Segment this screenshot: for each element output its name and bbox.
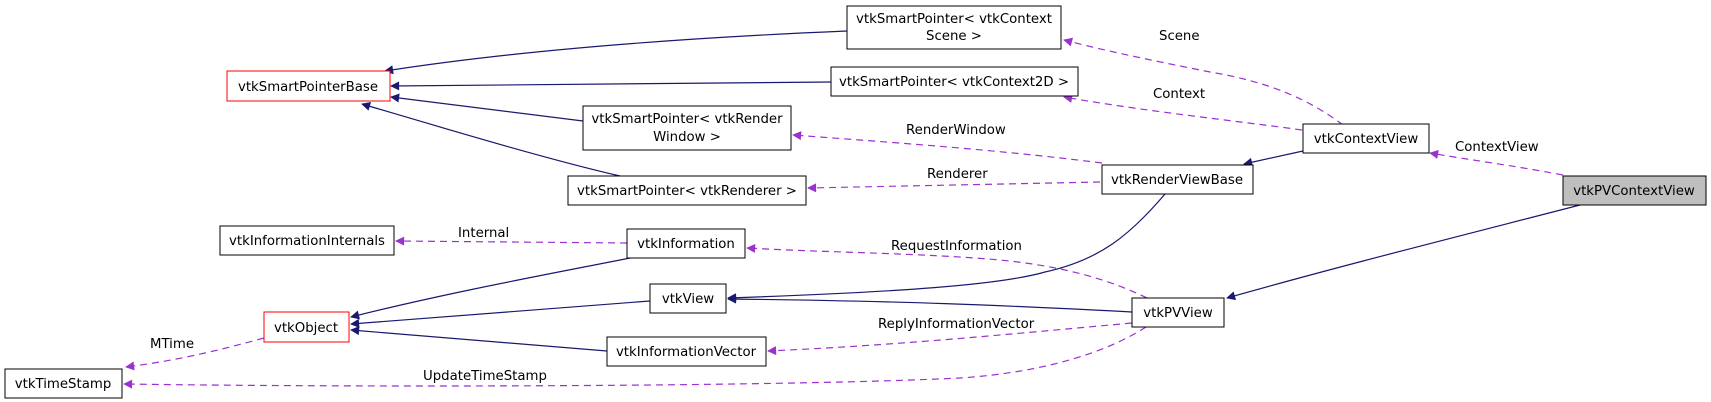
svg-text:vtkSmartPointer< vtkRenderer >: vtkSmartPointer< vtkRenderer > — [577, 184, 797, 199]
svg-text:vtkInformation: vtkInformation — [637, 237, 735, 252]
edge-label-update-time-stamp: UpdateTimeStamp — [423, 369, 547, 384]
svg-text:vtkInformationVector: vtkInformationVector — [616, 345, 757, 360]
node-smartptr-base[interactable]: vtkSmartPointerBase — [226, 70, 391, 102]
edge-smartptr-renwin-to-base — [390, 93, 584, 122]
edge-label-reply-information-vector: ReplyInformationVector — [878, 317, 1035, 332]
node-information-internals[interactable]: vtkInformationInternals — [219, 225, 395, 256]
edge-label-renderer: Renderer — [927, 167, 988, 182]
inheritance-edges — [350, 30, 1581, 352]
edge-information-to-object — [350, 257, 631, 320]
svg-text:vtkObject: vtkObject — [274, 321, 338, 336]
edge-label-render-window: RenderWindow — [906, 123, 1006, 138]
node-timestamp[interactable]: vtkTimeStamp — [4, 368, 123, 399]
edge-context-view-to-render-view-base — [1243, 150, 1304, 167]
svg-text:vtkSmartPointer< vtkRender: vtkSmartPointer< vtkRender — [591, 112, 783, 127]
svg-text:vtkRenderViewBase: vtkRenderViewBase — [1111, 173, 1243, 188]
edge-labels: Scene Context ContextView RenderWindow R… — [150, 29, 1539, 384]
edge-context-view — [1429, 149, 1564, 176]
edge-context — [1063, 93, 1303, 131]
node-pv-context-view[interactable]: vtkPVContextView — [1562, 175, 1707, 206]
svg-text:Scene >: Scene > — [926, 29, 982, 44]
svg-text:vtkView: vtkView — [662, 292, 714, 307]
edge-label-context: Context — [1153, 87, 1205, 102]
edge-label-internal: Internal — [458, 226, 509, 241]
edge-request-information — [746, 243, 1148, 299]
usage-edges — [123, 37, 1564, 389]
edge-internal — [395, 236, 628, 246]
edge-mtime — [125, 337, 265, 371]
edge-scene — [1063, 37, 1344, 126]
svg-text:vtkInformationInternals: vtkInformationInternals — [229, 234, 385, 249]
node-information-vector[interactable]: vtkInformationVector — [606, 336, 767, 367]
svg-text:vtkPVView: vtkPVView — [1143, 306, 1213, 321]
node-render-view-base[interactable]: vtkRenderViewBase — [1101, 164, 1254, 195]
node-information[interactable]: vtkInformation — [626, 228, 746, 259]
svg-text:vtkTimeStamp: vtkTimeStamp — [15, 377, 112, 392]
svg-text:vtkSmartPointerBase: vtkSmartPointerBase — [238, 80, 378, 95]
svg-text:vtkPVContextView: vtkPVContextView — [1573, 184, 1695, 199]
edge-renderer — [807, 181, 1101, 193]
node-pv-view[interactable]: vtkPVView — [1131, 297, 1225, 328]
edge-pv-context-view-to-pv-view — [1226, 204, 1581, 301]
edge-label-mtime: MTime — [150, 337, 194, 352]
edge-update-time-stamp — [123, 326, 1147, 389]
nodes: vtkSmartPointer< vtkContext Scene > vtkS… — [4, 5, 1707, 399]
node-smartptr-renderer[interactable]: vtkSmartPointer< vtkRenderer > — [567, 175, 807, 206]
node-smartptr-context2d[interactable]: vtkSmartPointer< vtkContext2D > — [830, 66, 1079, 97]
node-smartptr-context-scene[interactable]: vtkSmartPointer< vtkContext Scene > — [846, 5, 1062, 50]
svg-text:vtkContextView: vtkContextView — [1314, 132, 1419, 147]
edge-smartptr-renderer-to-base — [361, 101, 621, 177]
svg-text:vtkSmartPointer< vtkContext2D: vtkSmartPointer< vtkContext2D > — [839, 75, 1069, 90]
node-context-view[interactable]: vtkContextView — [1302, 123, 1430, 154]
node-smartptr-render-window[interactable]: vtkSmartPointer< vtkRender Window > — [582, 105, 792, 151]
node-object[interactable]: vtkObject — [263, 311, 350, 343]
edge-render-window — [792, 131, 1103, 164]
edge-info-vector-to-object — [350, 326, 608, 352]
edge-reply-information-vector — [767, 322, 1133, 356]
edge-render-view-base-to-view — [727, 193, 1166, 303]
edge-smartptr-ctx2d-to-base — [390, 81, 832, 91]
svg-text:vtkSmartPointer< vtkContext: vtkSmartPointer< vtkContext — [856, 12, 1052, 27]
edge-label-context-view: ContextView — [1455, 140, 1539, 155]
svg-text:Window >: Window > — [653, 130, 721, 145]
edge-pv-view-to-view — [727, 294, 1133, 313]
edge-view-to-object — [350, 300, 651, 328]
edge-label-scene: Scene — [1159, 29, 1200, 44]
edge-label-request-information: RequestInformation — [891, 239, 1022, 254]
node-view[interactable]: vtkView — [649, 283, 727, 314]
edge-smartptr-scene-to-base — [384, 30, 848, 75]
